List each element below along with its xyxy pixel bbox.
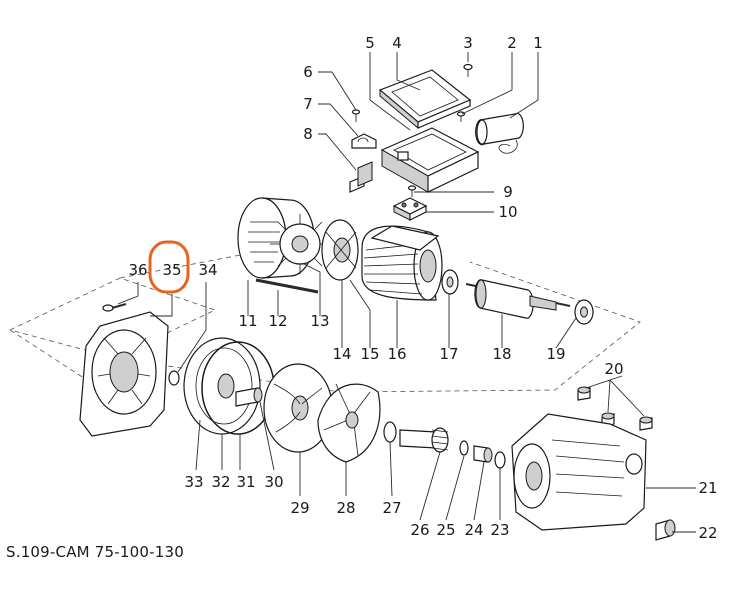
terminal-block xyxy=(392,197,428,221)
tie-rod xyxy=(255,278,319,294)
label-19: 19 xyxy=(546,345,565,363)
pump-body xyxy=(511,413,647,531)
part-labels: 1 2 3 4 5 6 7 8 9 10 11 12 13 14 15 16 1… xyxy=(128,34,717,542)
label-15: 15 xyxy=(360,345,379,363)
label-17: 17 xyxy=(439,345,458,363)
label-27: 27 xyxy=(382,499,401,517)
cooling-fan xyxy=(270,214,330,274)
box-screw xyxy=(456,111,466,122)
diagram-caption: S.109-CAM 75-100-130 xyxy=(6,543,184,561)
label-36: 36 xyxy=(128,261,147,279)
label-1: 1 xyxy=(533,34,543,52)
seal-plate xyxy=(183,337,261,435)
highlight-marker xyxy=(148,240,190,294)
capacitor xyxy=(475,112,524,154)
label-11: 11 xyxy=(238,312,257,330)
priming-plug xyxy=(655,519,676,541)
label-30: 30 xyxy=(264,473,283,491)
cable-clamp xyxy=(351,133,377,149)
label-10: 10 xyxy=(498,203,517,221)
terminal-box-cover xyxy=(378,69,472,130)
motor-group xyxy=(237,197,594,325)
pump-group xyxy=(79,303,676,541)
label-5: 5 xyxy=(365,34,375,52)
label-35: 35 xyxy=(162,261,181,279)
label-31: 31 xyxy=(236,473,255,491)
diffuser xyxy=(317,383,381,463)
label-34: 34 xyxy=(198,261,217,279)
label-3: 3 xyxy=(463,34,473,52)
motor-housing xyxy=(361,225,443,301)
shaft-o-ring xyxy=(168,370,180,386)
bracket-screw xyxy=(102,303,127,312)
label-6: 6 xyxy=(303,63,313,81)
label-16: 16 xyxy=(387,345,406,363)
label-32: 32 xyxy=(211,473,230,491)
mechanical-seal xyxy=(235,387,263,407)
nozzle-seal xyxy=(494,451,506,469)
label-4: 4 xyxy=(392,34,402,52)
label-9: 9 xyxy=(503,183,513,201)
terminal-box-group xyxy=(349,63,524,221)
impeller xyxy=(263,363,333,453)
leader-lines xyxy=(117,52,696,533)
label-2: 2 xyxy=(507,34,517,52)
terminal-box-body xyxy=(380,127,480,193)
ejector-nozzle xyxy=(473,445,493,463)
label-29: 29 xyxy=(290,499,309,517)
terminal-screw xyxy=(407,185,417,197)
label-26: 26 xyxy=(410,521,429,539)
label-18: 18 xyxy=(492,345,511,363)
motor-bracket xyxy=(79,311,169,437)
cable-gland xyxy=(349,161,373,193)
label-14: 14 xyxy=(332,345,351,363)
label-20: 20 xyxy=(604,360,623,378)
label-28: 28 xyxy=(336,499,355,517)
venturi-tube xyxy=(399,427,449,453)
end-shield xyxy=(321,219,359,281)
label-25: 25 xyxy=(436,521,455,539)
label-13: 13 xyxy=(310,312,329,330)
label-23: 23 xyxy=(490,521,509,539)
nozzle-o-ring xyxy=(459,440,469,456)
diffuser-o-ring xyxy=(383,421,397,443)
cover-screw xyxy=(463,63,473,77)
rotor-shaft xyxy=(465,279,571,319)
rear-bearing xyxy=(574,299,594,325)
label-7: 7 xyxy=(303,95,313,113)
label-12: 12 xyxy=(268,312,287,330)
front-bearing xyxy=(441,269,459,295)
label-33: 33 xyxy=(184,473,203,491)
clamp-screw xyxy=(351,109,361,122)
label-21: 21 xyxy=(698,479,717,497)
label-22: 22 xyxy=(698,524,717,542)
label-8: 8 xyxy=(303,125,313,143)
label-24: 24 xyxy=(464,521,483,539)
